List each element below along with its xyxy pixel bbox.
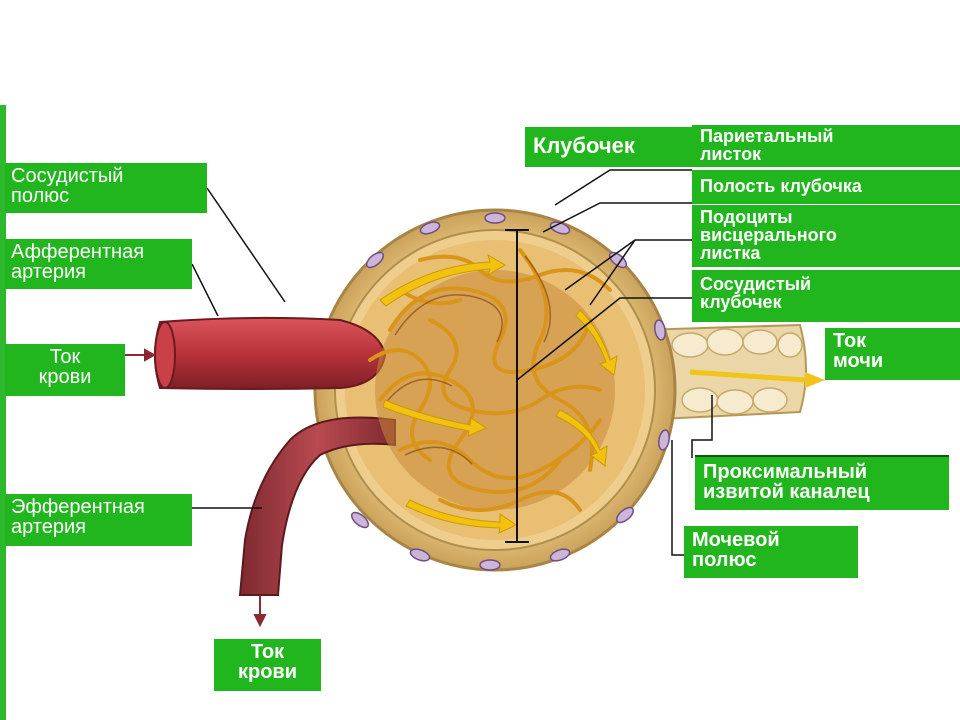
label-glomerular-cavity: Полость клубочка (692, 170, 960, 204)
capillary-tuft (368, 248, 615, 512)
flow-arrows (379, 253, 618, 534)
proximal-tubule-shape (639, 323, 825, 422)
leader-lines (191, 169, 713, 556)
blood-flow-arrows (125, 348, 267, 628)
left-accent-bar (0, 105, 6, 720)
efferent-artery-shape (238, 416, 396, 596)
afferent-artery-shape (154, 316, 387, 390)
diameter-marker (505, 229, 529, 543)
label-glomerulus: Клубочек (525, 127, 692, 167)
